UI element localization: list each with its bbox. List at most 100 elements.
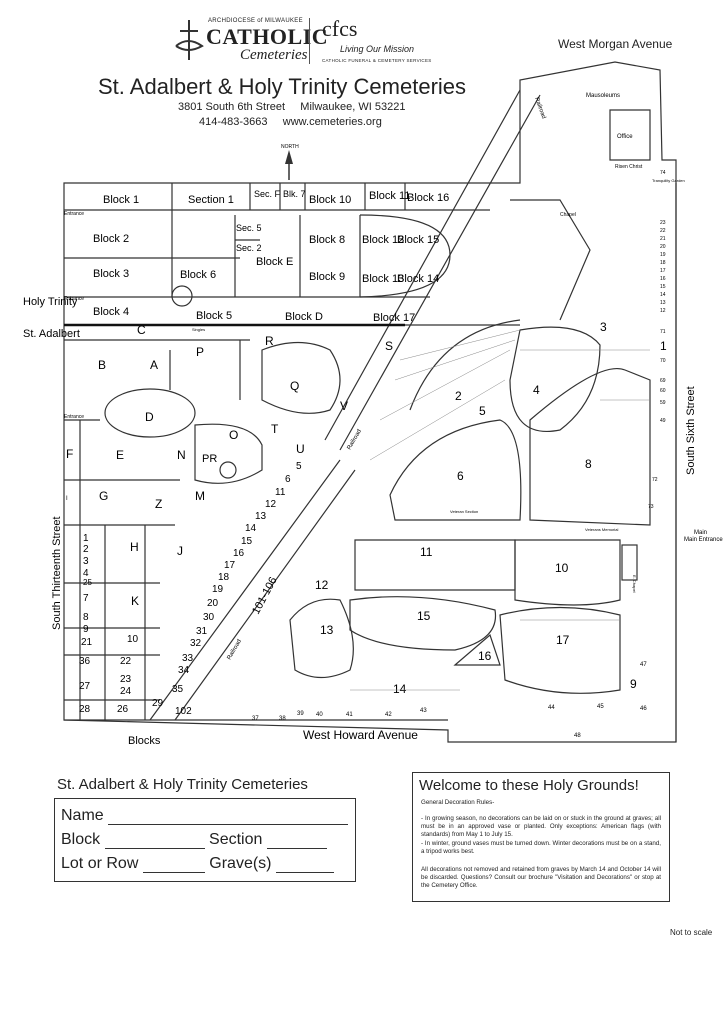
svg-text:Block 2: Block 2 bbox=[93, 233, 129, 245]
svg-text:Block 9: Block 9 bbox=[309, 271, 345, 283]
section-field[interactable] bbox=[266, 848, 327, 849]
svg-text:38: 38 bbox=[279, 716, 286, 722]
rule-1: - In growing season, no decorations can … bbox=[421, 815, 661, 838]
svg-text:9: 9 bbox=[630, 677, 637, 691]
section-17-shape bbox=[499, 606, 621, 694]
name-field[interactable] bbox=[108, 824, 349, 825]
svg-text:13: 13 bbox=[320, 623, 334, 637]
svg-text:13: 13 bbox=[660, 300, 666, 306]
svg-text:21: 21 bbox=[660, 236, 666, 242]
cfcs-text: cfcs bbox=[322, 16, 358, 41]
svg-text:H: H bbox=[130, 540, 139, 554]
svg-text:U: U bbox=[296, 442, 305, 456]
svg-text:37: 37 bbox=[252, 716, 259, 722]
svg-text:16: 16 bbox=[478, 649, 492, 663]
svg-text:23: 23 bbox=[120, 674, 132, 685]
svg-text:30: 30 bbox=[203, 612, 215, 623]
svg-text:Block 6: Block 6 bbox=[180, 269, 216, 281]
boundary bbox=[63, 61, 677, 743]
brand-script-text: Cemeteries bbox=[240, 47, 308, 63]
svg-text:70: 70 bbox=[660, 358, 666, 364]
svg-text:Block 16: Block 16 bbox=[407, 192, 449, 204]
label-main: Main bbox=[694, 530, 707, 536]
plot-lines bbox=[350, 329, 650, 691]
svg-text:74: 74 bbox=[660, 170, 666, 176]
label-veterans-memorial: Veterans Memorial bbox=[585, 527, 618, 532]
section-4-shape bbox=[509, 326, 601, 432]
svg-text:14: 14 bbox=[660, 292, 666, 298]
svg-text:11: 11 bbox=[420, 545, 433, 559]
svg-text:6: 6 bbox=[285, 474, 291, 485]
svg-text:Block 10: Block 10 bbox=[309, 194, 351, 206]
railroad bbox=[324, 89, 541, 451]
svg-text:32: 32 bbox=[190, 638, 202, 649]
svg-text:22: 22 bbox=[660, 228, 666, 234]
svg-text:21: 21 bbox=[81, 637, 93, 648]
section-label: Section bbox=[209, 831, 263, 848]
svg-text:2: 2 bbox=[455, 389, 462, 403]
svg-text:C: C bbox=[137, 323, 146, 337]
svg-text:17: 17 bbox=[224, 560, 236, 571]
svg-text:12: 12 bbox=[315, 578, 329, 592]
svg-text:Sec. F: Sec. F bbox=[254, 189, 281, 199]
rules-heading: General Decoration Rules- bbox=[421, 799, 495, 806]
lot-field[interactable] bbox=[142, 872, 205, 873]
svg-text:17: 17 bbox=[556, 633, 570, 647]
svg-text:20: 20 bbox=[207, 598, 219, 609]
welcome-box: Welcome to these Holy Grounds! General D… bbox=[412, 772, 670, 902]
svg-text:10: 10 bbox=[555, 561, 569, 575]
rule-3: All decorations not removed and retained… bbox=[421, 866, 661, 889]
svg-text:Block 3: Block 3 bbox=[93, 268, 129, 280]
svg-text:35: 35 bbox=[172, 684, 184, 695]
grave-label: Grave(s) bbox=[209, 855, 272, 872]
svg-text:43: 43 bbox=[420, 708, 427, 714]
holy-trinity-block-labels: Block 1 Section 1 Sec. F Blk. 7 Block 10… bbox=[93, 189, 449, 324]
svg-text:12: 12 bbox=[265, 499, 277, 510]
label-office: Office bbox=[617, 134, 633, 140]
e-chapel-building bbox=[621, 544, 638, 581]
svg-text:A: A bbox=[150, 358, 158, 372]
svg-text:4: 4 bbox=[83, 568, 89, 579]
svg-text:14: 14 bbox=[393, 682, 407, 696]
label-holy-trinity: Holy Trinity bbox=[23, 296, 78, 308]
svg-text:Block D: Block D bbox=[285, 311, 323, 323]
label-risen-christ: Risen Christ bbox=[615, 164, 643, 170]
svg-text:44: 44 bbox=[548, 705, 555, 711]
label-chapel: Chapel bbox=[560, 212, 576, 218]
svg-text:18: 18 bbox=[218, 572, 230, 583]
svg-text:8: 8 bbox=[585, 457, 592, 471]
svg-text:27: 27 bbox=[79, 681, 91, 692]
svg-text:45: 45 bbox=[597, 704, 604, 710]
svg-text:72: 72 bbox=[652, 477, 658, 483]
svg-text:40: 40 bbox=[316, 712, 323, 718]
svg-text:Sec. 2: Sec. 2 bbox=[236, 243, 262, 253]
svg-text:17: 17 bbox=[660, 268, 666, 274]
svg-text:1: 1 bbox=[83, 533, 89, 544]
logo-divider bbox=[309, 18, 310, 64]
form-title: St. Adalbert & Holy Trinity Cemeteries bbox=[57, 776, 308, 793]
street-south-thirteenth: South Thirteenth Street bbox=[51, 516, 63, 630]
svg-text:F: F bbox=[66, 447, 73, 461]
svg-text:Sec. 5: Sec. 5 bbox=[236, 223, 262, 233]
diagonal-block-numbers: 5 6 11 12 13 14 15 16 17 18 19 20 30 31 … bbox=[172, 461, 302, 695]
not-to-scale: Not to scale bbox=[670, 928, 713, 937]
svg-text:Block 5: Block 5 bbox=[196, 310, 232, 322]
grave-field[interactable] bbox=[275, 872, 334, 873]
svg-text:15: 15 bbox=[417, 609, 431, 623]
section-6-shape bbox=[389, 419, 522, 521]
label-railroad-3: Railroad bbox=[227, 639, 243, 661]
office-building bbox=[609, 109, 651, 161]
svg-text:Block 1: Block 1 bbox=[103, 194, 139, 206]
label-railroad-1: Railroad bbox=[533, 97, 546, 120]
svg-text:8: 8 bbox=[83, 612, 89, 623]
svg-text:Block 12: Block 12 bbox=[362, 234, 404, 246]
grave-info-form: Name Block Section Lot or Row Grave(s) bbox=[54, 798, 356, 882]
chapel-road bbox=[510, 199, 591, 321]
svg-text:7: 7 bbox=[83, 593, 89, 604]
block-field[interactable] bbox=[104, 848, 205, 849]
svg-text:3: 3 bbox=[600, 320, 607, 334]
svg-text:G: G bbox=[99, 489, 108, 503]
page-title: St. Adalbert & Holy Trinity Cemeteries bbox=[98, 74, 467, 99]
svg-text:22: 22 bbox=[120, 656, 132, 667]
svg-text:33: 33 bbox=[182, 653, 194, 664]
